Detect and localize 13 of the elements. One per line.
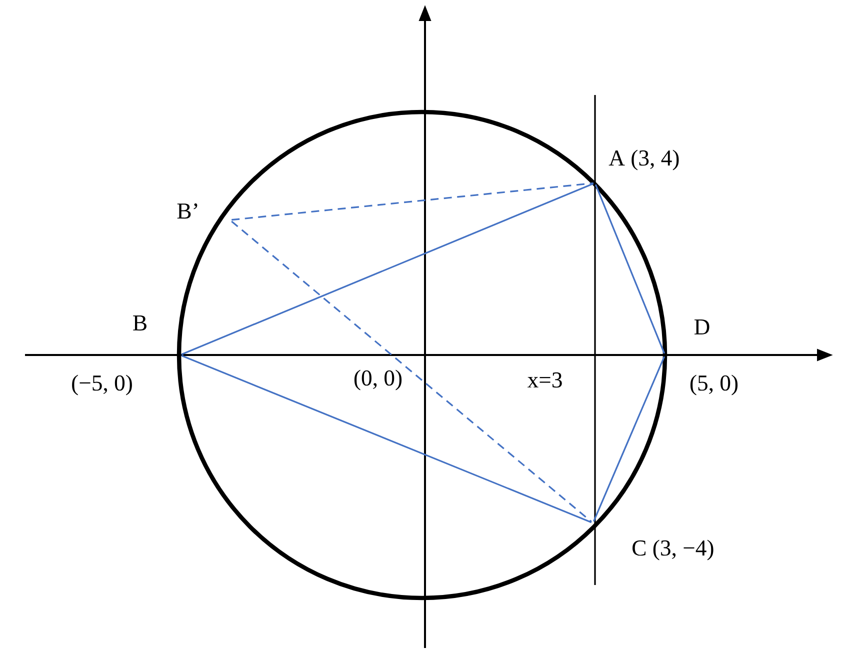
line-segment	[181, 354, 592, 524]
dashed-line	[232, 182, 594, 221]
point-label: C (3, −4)	[632, 540, 714, 560]
point-label: B’	[177, 203, 198, 219]
point-label: B (−5, 0)	[72, 316, 146, 396]
line-segment	[181, 182, 594, 356]
point-label: D (5, 0)	[690, 320, 738, 396]
coordinate-label: x=3	[527, 372, 562, 388]
point-label: A (3, 4)	[608, 150, 679, 170]
coordinate-label: (0, 0)	[354, 370, 402, 390]
dashed-line	[231, 220, 592, 522]
line-segment	[594, 184, 666, 354]
line-segment	[592, 356, 666, 522]
